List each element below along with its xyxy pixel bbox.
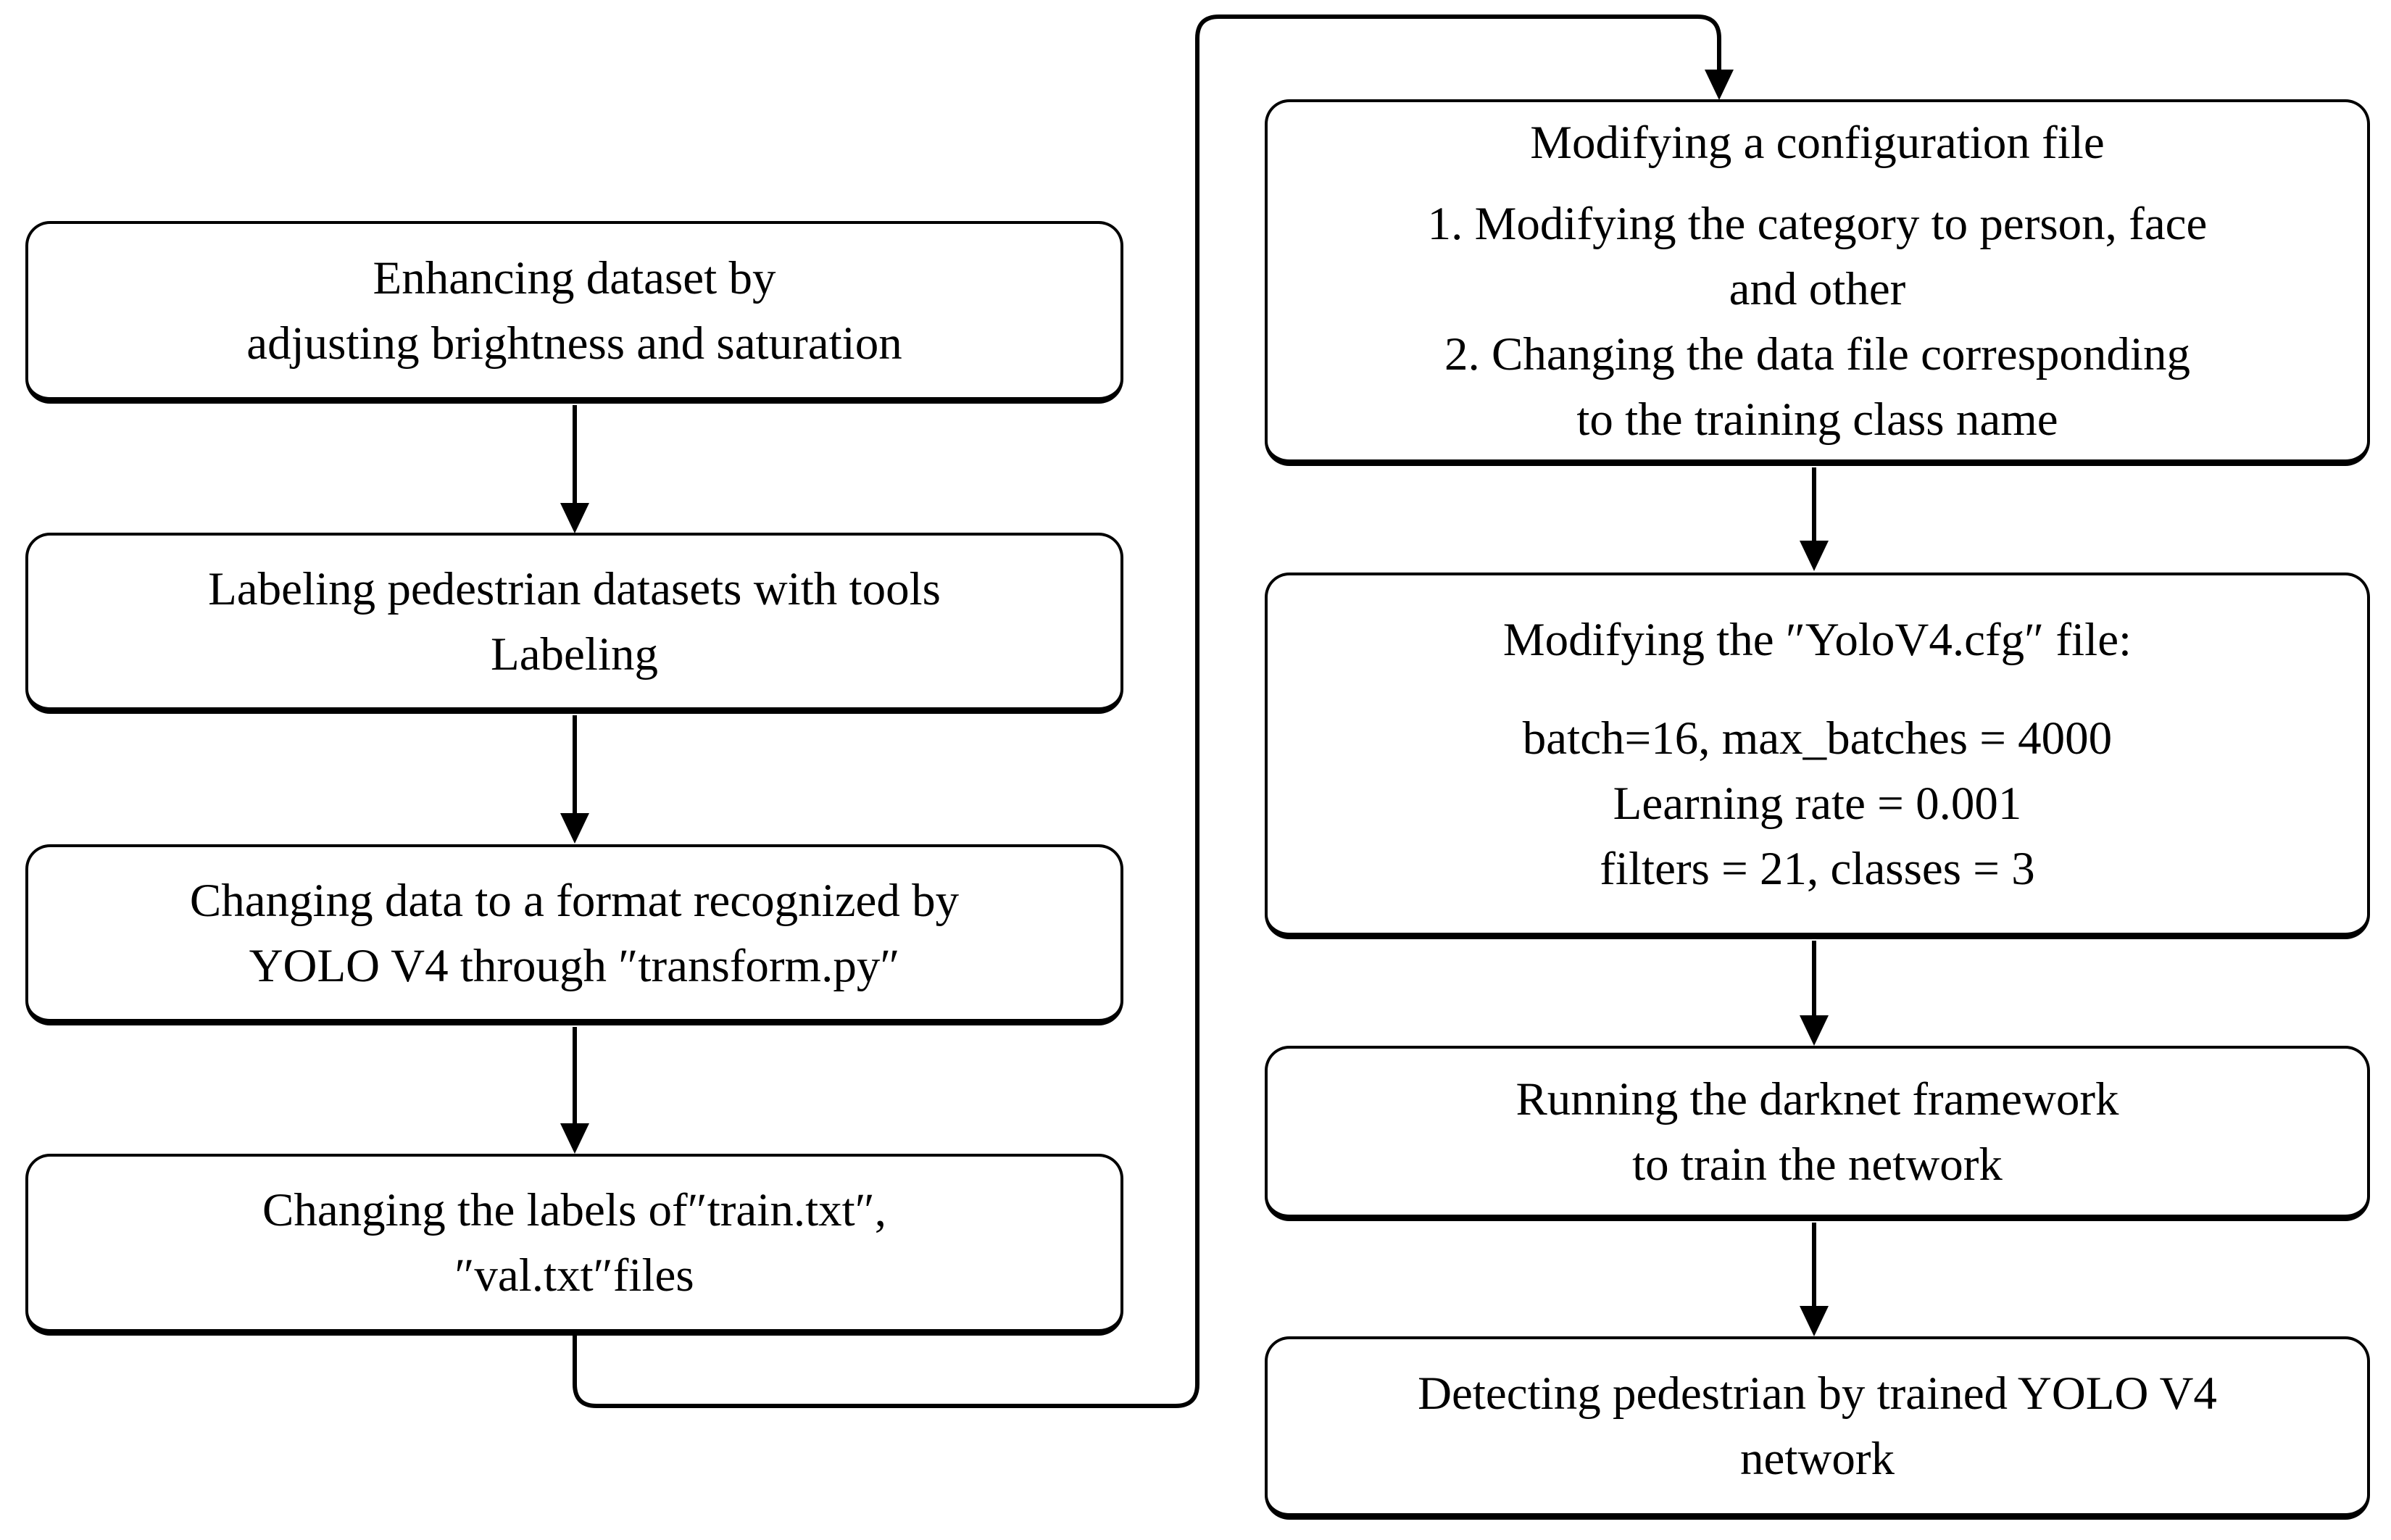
flow-box-modify-config: Modifying a configuration file 1. Modify… [1265,99,2370,466]
flow-box-enhance-dataset: Enhancing dataset by adjusting brightnes… [25,221,1123,404]
arrow-down-icon [560,813,589,844]
arrow-labeling-to-transform [560,715,589,844]
connector-change-labels-to-modify-config [573,14,1734,1408]
flow-box-run-darknet: Running the darknet framework to train t… [1265,1046,2370,1221]
arrow-transform-to-change-labels [560,1027,589,1154]
flow-box-modify-cfg-params: Modifying the ″YoloV4.cfg″ file: batch=1… [1265,573,2370,939]
arrow-down-icon [560,1123,589,1154]
box-text-line: Learning rate = 0.001 [1613,777,2022,830]
box-text-line: YOLO V4 through ″transform.py″ [249,939,900,992]
box-text-line: batch=16, max_batches = 4000 [1522,712,2113,765]
box-text-line: 2. Changing the data file corresponding [1444,328,2190,380]
box-text-line: Labeling [490,628,659,680]
arrow-modify-config-to-cfg-params [1800,467,1829,571]
box-text-line: Detecting pedestrian by trained YOLO V4 [1418,1368,2217,1420]
box-text-line: and other [1729,262,1906,315]
arrow-down-icon [1800,1015,1829,1046]
box-text-line: to train the network [1632,1138,2003,1191]
arrow-enhance-to-labeling [560,405,589,533]
arrow-run-darknet-to-detect [1800,1223,1829,1336]
box-text-line: 1. Modifying the category to person, fac… [1427,197,2208,250]
arrow-down-icon [1800,1306,1829,1336]
box-title: Modifying the ″YoloV4.cfg″ file: [1502,613,2132,666]
flow-box-labeling: Labeling pedestrian datasets with tools … [25,533,1123,714]
box-text-line: adjusting brightness and saturation [246,317,902,370]
box-text-line: Running the darknet framework [1515,1073,2119,1125]
box-text-line: ″val.txt″files [454,1249,694,1302]
box-text-line: network [1740,1433,1895,1485]
box-text-line: Labeling pedestrian datasets with tools [208,562,941,615]
flow-box-transform-format: Changing data to a format recognized by … [25,844,1123,1025]
arrow-down-icon [560,503,589,533]
box-text-line: Enhancing dataset by [373,251,776,304]
arrow-down-icon [1800,541,1829,571]
arrow-cfg-params-to-run-darknet [1800,941,1829,1046]
box-title: Modifying a configuration file [1530,116,2105,169]
connector-path [573,14,1721,1408]
box-text-line: Changing data to a format recognized by [189,874,960,927]
flow-box-change-labels: Changing the labels of″train.txt″, ″val.… [25,1154,1123,1336]
arrow-down-icon [1705,70,1734,100]
box-text-line: to the training class name [1576,393,2058,446]
box-text-line: filters = 21, classes = 3 [1600,842,2035,895]
box-text-line: Changing the labels of″train.txt″, [262,1184,887,1236]
flow-box-detect-pedestrian: Detecting pedestrian by trained YOLO V4 … [1265,1336,2370,1520]
